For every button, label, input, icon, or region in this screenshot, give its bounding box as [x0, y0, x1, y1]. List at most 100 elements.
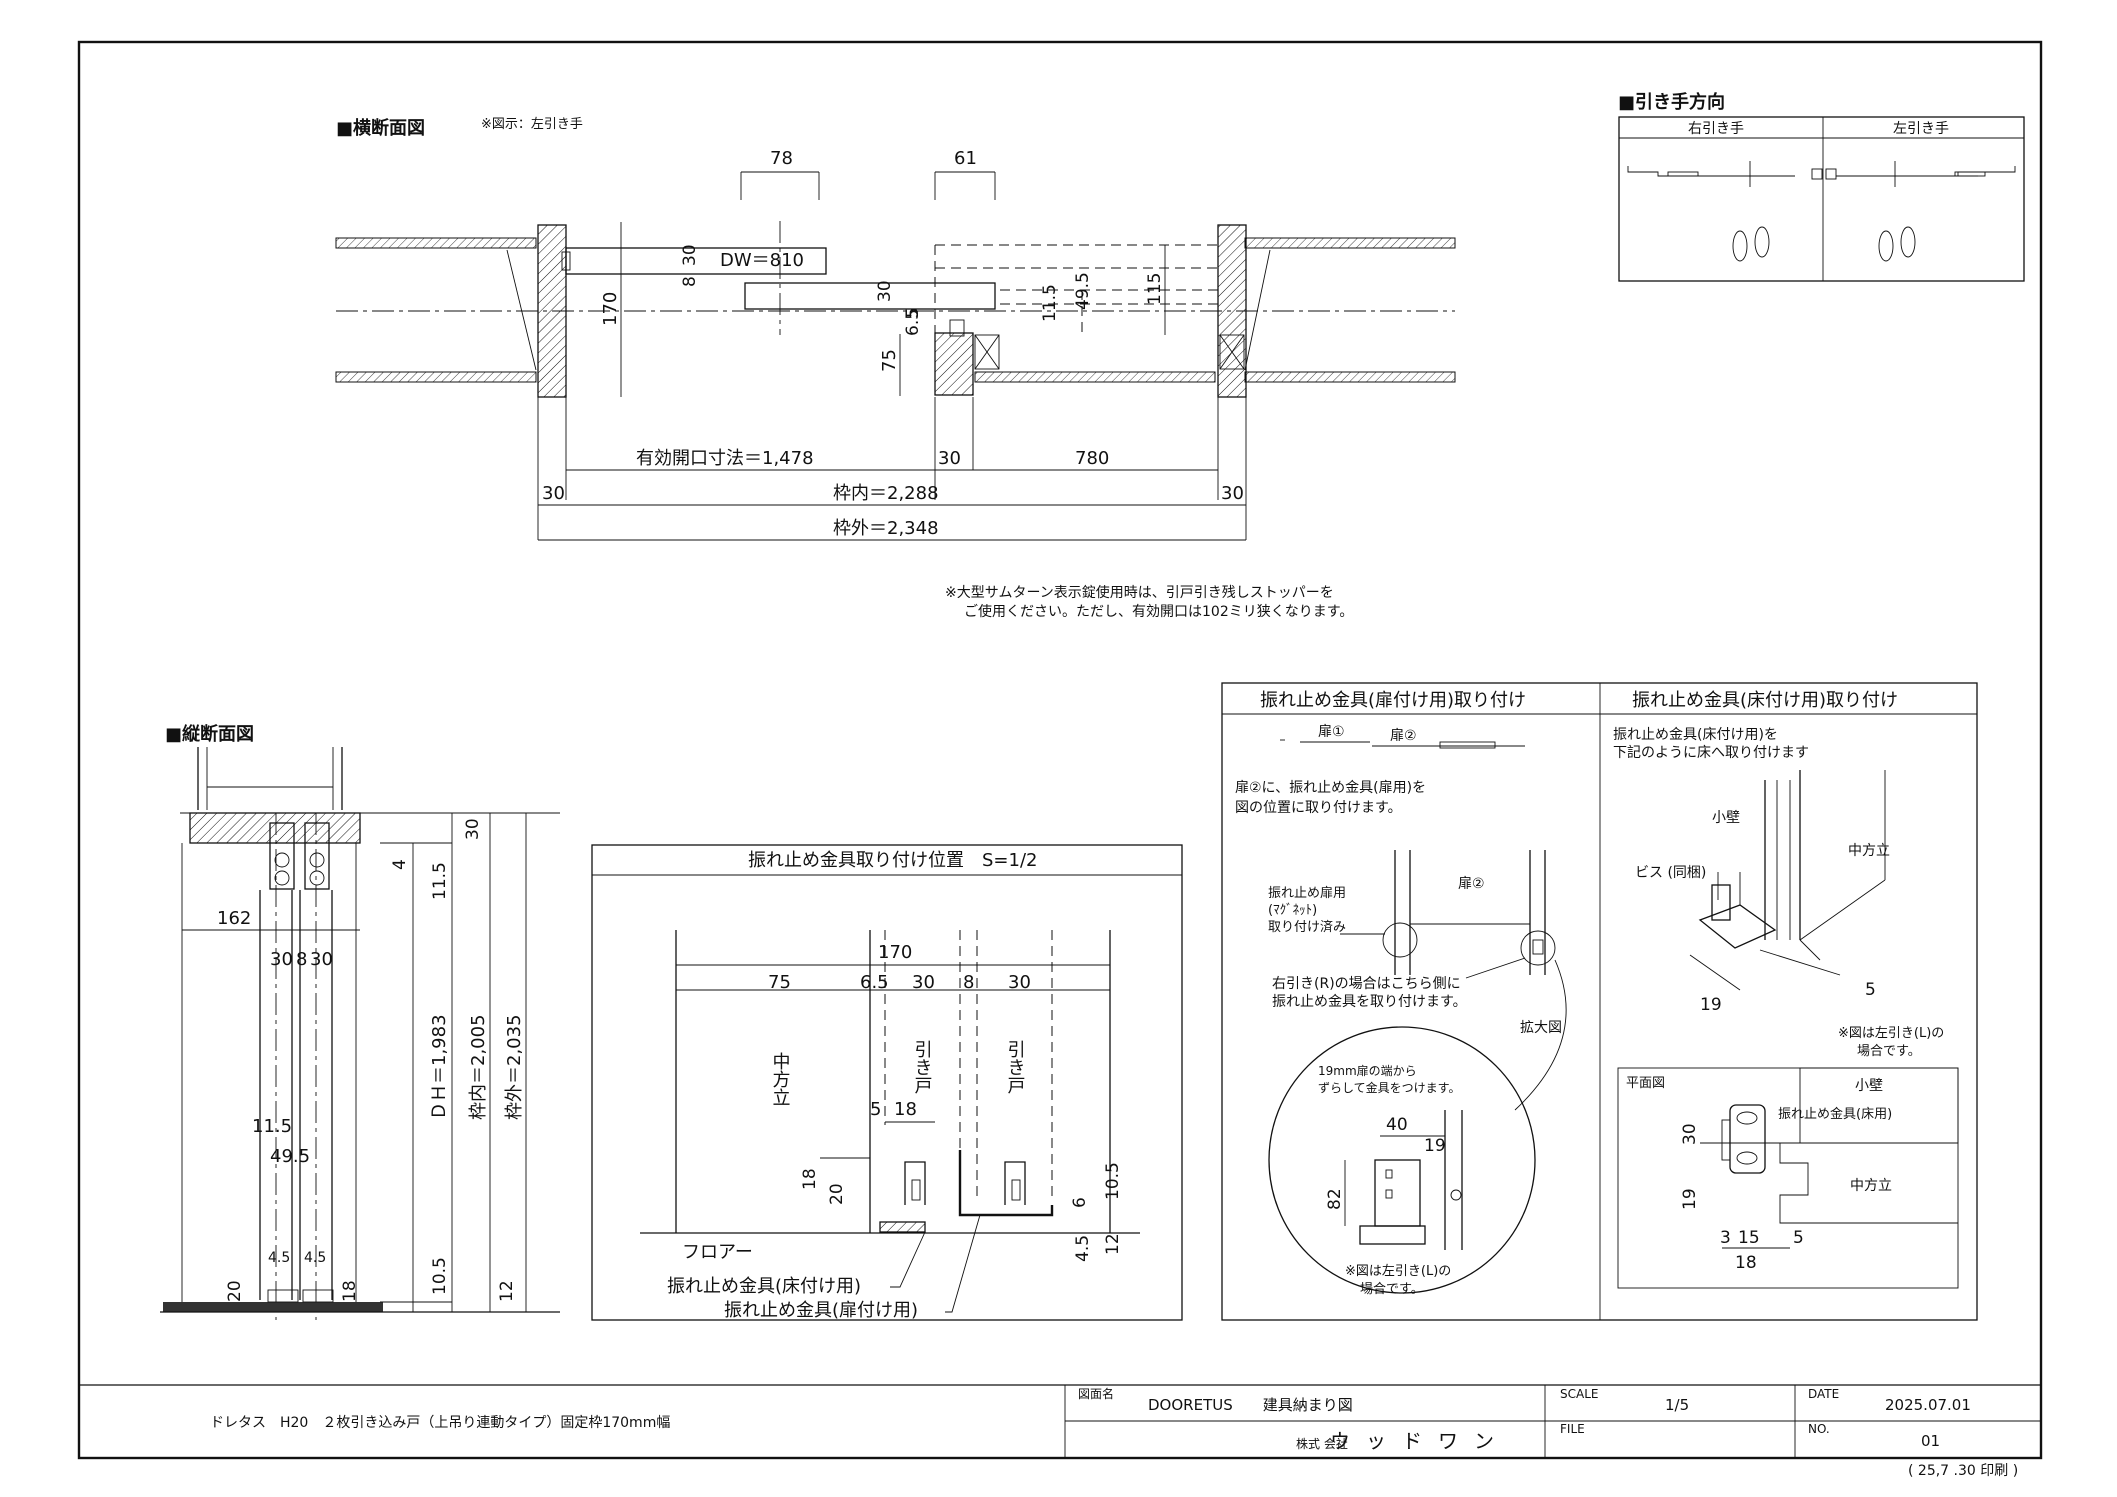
tb-file-label: FILE	[1560, 1422, 1585, 1436]
tb-date-label: DATE	[1808, 1387, 1839, 1401]
dm-zoom-note-2: ずらして金具をつけます。	[1318, 1080, 1460, 1095]
fm-small-wall: 小壁	[1712, 810, 1740, 826]
tb-date: 2025.07.01	[1885, 1396, 1971, 1414]
fm-note-1: ※図は左引き(L)の	[1838, 1026, 1944, 1041]
tb-no: 01	[1921, 1432, 1940, 1450]
dim-5: 5	[903, 307, 923, 318]
vs-dim-8: 8	[296, 949, 307, 970]
door-mount-title: 振れ止め金具(扉付け用)取り付け	[1260, 690, 1526, 711]
handle-direction: ■引き手方向 右引き手 左引き手	[1618, 91, 2025, 282]
sp-dim-5: 5	[870, 1099, 881, 1120]
dim-6-5: 6.5	[903, 309, 923, 336]
sp-mullion: 中方立	[770, 1052, 791, 1106]
sp-dim-10-5: 10.5	[1103, 1162, 1123, 1200]
sp-dim-12: 12	[1103, 1233, 1123, 1255]
vs-dim-inner: 枠内＝2,005	[468, 1014, 489, 1120]
sp-dim-4-5: 4.5	[1073, 1235, 1093, 1262]
fm-screw: ビス (同梱)	[1635, 865, 1706, 881]
fm-dim-5: 5	[1865, 980, 1876, 1000]
fm-dim-18: 18	[1735, 1253, 1757, 1273]
handle-direction-title: ■引き手方向	[1618, 91, 1725, 113]
sp-door2: 引き戸	[1005, 1040, 1026, 1094]
dm-door1: 扉①	[1318, 724, 1345, 740]
sp-door-bracket: 振れ止め金具(扉付け用)	[724, 1300, 918, 1321]
vs-dim-4: 4	[390, 859, 410, 870]
dim-78: 78	[770, 148, 793, 169]
door-mount: 振れ止め金具(扉付け用)取り付け 扉① 扉② 扉②に、振れ止め金具(扉用)を 図…	[1235, 690, 1567, 1297]
fm-dim-30: 30	[1680, 1123, 1700, 1145]
floor-mount-title: 振れ止め金具(床付け用)取り付け	[1632, 690, 1898, 711]
tb-scale-label: SCALE	[1560, 1387, 1598, 1401]
dim-8: 8	[680, 276, 700, 287]
dm-desc-1: 扉②に、振れ止め金具(扉用)を	[1235, 780, 1426, 796]
tb-company: ウッドワン	[1330, 1429, 1510, 1453]
dm-desc-2: 図の位置に取り付けます。	[1235, 800, 1402, 816]
vs-dim-162: 162	[217, 908, 251, 929]
dim-61: 61	[954, 148, 977, 169]
handle-right-label: 右引き手	[1688, 121, 1744, 137]
dim-outer: 枠外＝2,348	[833, 518, 939, 539]
dm-callout-1: 振れ止め扉用	[1268, 885, 1346, 901]
tb-drawing-name: DOORETUS 建具納まり図	[1148, 1396, 1353, 1414]
tb-scale: 1/5	[1665, 1396, 1689, 1414]
dm-zoom-note-1: 19mm扉の端から	[1318, 1064, 1417, 1078]
vs-dim-20: 20	[225, 1280, 245, 1302]
vs-dim-11-5: 11.5	[252, 1116, 292, 1137]
vs-dim-11-5-top: 11.5	[430, 862, 450, 900]
dim-30-left: 30	[542, 483, 565, 504]
dim-30c: 30	[938, 448, 961, 469]
vs-dim-10-5: 10.5	[430, 1257, 450, 1295]
fm-mullion-2: 中方立	[1850, 1178, 1892, 1194]
dm-dim-40: 40	[1386, 1115, 1408, 1135]
tb-product: ドレタス H20 ２枚引き込み戸（上吊り連動タイプ）固定枠170mm幅	[210, 1415, 670, 1431]
fm-small-wall-2: 小壁	[1855, 1078, 1883, 1094]
mount-panel	[1221, 682, 1978, 1321]
dim-11-5: 11.5	[1040, 284, 1060, 322]
sp-dim-170: 170	[878, 942, 912, 963]
stopper-position-title: 振れ止め金具取り付け位置 S=1/2	[748, 850, 1037, 871]
fm-dim-5b: 5	[1793, 1228, 1804, 1248]
dim-75: 75	[879, 349, 900, 372]
plan-section-title: ■横断面図	[336, 117, 425, 139]
dm-callout-2: (ﾏｸﾞﾈｯﾄ)	[1268, 903, 1317, 918]
dim-inner: 枠内＝2,288	[833, 483, 939, 504]
plan-section: ■横断面図 ※図示：左引き手	[335, 117, 1456, 620]
fm-plan-label: 平面図	[1626, 1076, 1665, 1091]
vertical-section: ■縦断面図 162 30 8 30 11.5 49.5 4.5	[160, 723, 560, 1320]
vertical-section-title: ■縦断面図	[165, 723, 254, 745]
sp-dim-30b: 30	[1008, 972, 1031, 993]
vs-dim-30a: 30	[270, 949, 293, 970]
dm-zoom-foot-2: 場合です。	[1360, 1282, 1424, 1297]
dm-door2: 扉②	[1390, 728, 1417, 744]
fm-desc-2: 下記のように床へ取り付けます	[1613, 744, 1809, 761]
fm-note-2: 場合です。	[1857, 1044, 1921, 1059]
dim-115: 115	[1145, 273, 1165, 305]
sp-floor: フロアー	[682, 1242, 753, 1263]
tb-printed: ( 25,7 .30 印刷 )	[1908, 1463, 2018, 1479]
fm-mullion: 中方立	[1848, 843, 1890, 859]
fm-dim-19: 19	[1700, 995, 1722, 1015]
dim-30b: 30	[875, 280, 895, 302]
sp-dim-6: 6	[1070, 1197, 1090, 1208]
sp-dim-20: 20	[827, 1183, 847, 1205]
vs-dim-4-5a: 4.5	[268, 1250, 290, 1266]
dim-30a: 30	[680, 244, 700, 266]
sp-dim-6-5: 6.5	[860, 972, 889, 993]
floor-mount: 振れ止め金具(床付け用)取り付け 振れ止め金具(床付け用)を 下記のように床へ取…	[1613, 690, 1959, 1289]
dm-zoom-foot-1: ※図は左引き(L)の	[1345, 1264, 1451, 1279]
vs-dim-30: 30	[463, 818, 483, 840]
fm-dim-15: 15	[1738, 1228, 1760, 1248]
note-thumb-turn-2: ご使用ください。ただし、有効開口は102ミリ狭くなります。	[964, 603, 1353, 620]
dm-enlarge: 拡大図	[1520, 1020, 1562, 1036]
tb-company-prefix: 株式 会社	[1296, 1436, 1348, 1451]
vs-dim-18: 18	[340, 1280, 360, 1302]
dm-right-note-2: 振れ止め金具を取り付けます。	[1272, 994, 1467, 1010]
fm-bracket-label: 振れ止め金具(床用)	[1778, 1106, 1892, 1122]
dim-effective-opening: 有効開口寸法＝1,478	[636, 448, 814, 469]
sp-dim-30a: 30	[912, 972, 935, 993]
vs-dim-4-5b: 4.5	[304, 1250, 326, 1266]
sp-dim-18b: 18	[800, 1168, 820, 1190]
dim-170: 170	[600, 292, 621, 326]
vs-dim-49-5: 49.5	[270, 1146, 310, 1167]
